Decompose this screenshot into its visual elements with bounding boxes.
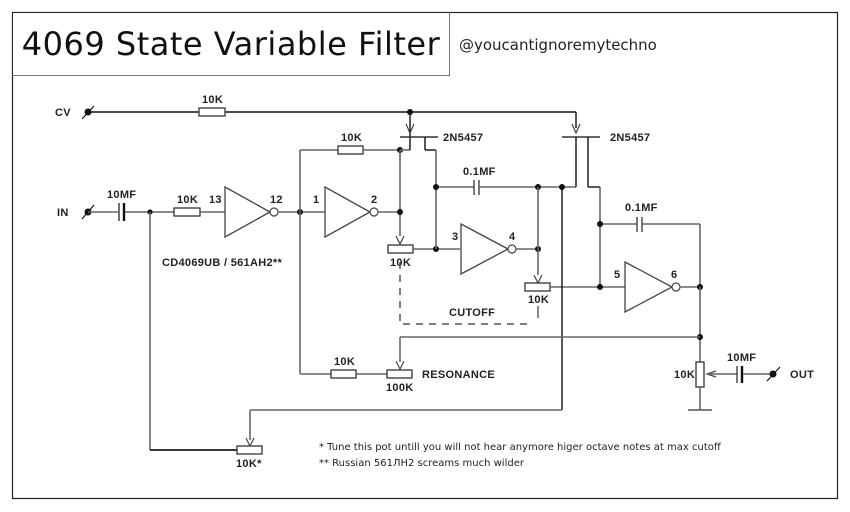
pin-label: 13 (209, 194, 222, 206)
resistor-cv (198, 107, 226, 117)
trim-pot-label: 10K* (236, 458, 262, 470)
outer-border (11, 11, 839, 500)
note-1: * Tune this pot untill you will not hear… (319, 442, 722, 453)
resonance-label: RESONANCE (422, 369, 495, 381)
jfet-2: 2N5457 (562, 123, 650, 188)
pin-label: 2 (371, 194, 377, 206)
inverter-3-4: 3 4 (452, 222, 517, 276)
junction-dot (407, 109, 413, 115)
resonance-loop: 10K (300, 336, 700, 379)
resonance-resistor-label: 10K (334, 356, 355, 368)
jfet-1-label: 2N5457 (443, 132, 483, 144)
cutoff-gang: CUTOFF (399, 262, 539, 325)
integrator-cap-2-label: 0.1MF (625, 202, 658, 214)
cutoff-pot-2-label: 10K (528, 294, 549, 306)
out-jack[interactable]: OUT (766, 366, 814, 382)
cutoff-label: CUTOFF (449, 307, 495, 319)
page-title: 4069 State Variable Filter (21, 25, 441, 63)
integrator-cap-1: 0.1MF (433, 166, 576, 195)
resonance-pot-label: 100K (386, 382, 414, 394)
in-port-label: IN (57, 207, 69, 219)
author-handle: @youcantignoremytechno (459, 36, 657, 54)
pin-label: 6 (671, 269, 677, 281)
integrator-cap-2: 0.1MF (597, 202, 701, 287)
pin-label: 12 (270, 194, 283, 206)
pin-label: 3 (452, 231, 458, 243)
resonance-pot[interactable]: 100K RESONANCE (386, 369, 495, 394)
out-port-label: OUT (790, 369, 814, 381)
resistor-cv-label: 10K (202, 94, 223, 106)
cv-port-label: CV (55, 107, 71, 119)
output-cap-label: 10MF (727, 352, 756, 364)
feedback-1: 10K (299, 128, 411, 374)
jfet-1: 2N5457 (400, 123, 483, 151)
resistor-in-label: 10K (177, 194, 198, 206)
pin-label: 5 (614, 269, 620, 281)
integrator-cap-1-label: 0.1MF (463, 166, 496, 178)
cv-line: 10K (87, 94, 577, 128)
inverter-13-12: 13 12 (209, 185, 283, 239)
ic-label: CD4069UB / 561AH2** (162, 257, 282, 269)
junction-dot (397, 209, 403, 215)
input-cap-label: 10MF (107, 189, 136, 201)
inverter-1-2: 1 2 (313, 185, 379, 239)
jfet-2-label: 2N5457 (610, 132, 650, 144)
pin-label: 1 (313, 194, 319, 206)
inverter-5-6: 5 6 (614, 260, 681, 314)
cutoff-pot-2[interactable]: 10K (524, 274, 551, 306)
output-cap: 10MF (707, 352, 773, 383)
trim-pot[interactable]: 10K* (236, 445, 263, 470)
pin-label: 4 (509, 231, 516, 243)
junction-dot (597, 284, 603, 290)
output-pot-label: 10K (674, 369, 695, 381)
note-2: ** Russian 561ЛН2 screams much wilder (319, 458, 525, 469)
resistor-in (173, 207, 201, 217)
cv-jack[interactable]: CV (55, 105, 95, 120)
resistor-fb-label: 10K (341, 132, 362, 144)
input-path: 10MF 10K (88, 189, 240, 451)
title-box: 4069 State Variable Filter (12, 12, 450, 76)
